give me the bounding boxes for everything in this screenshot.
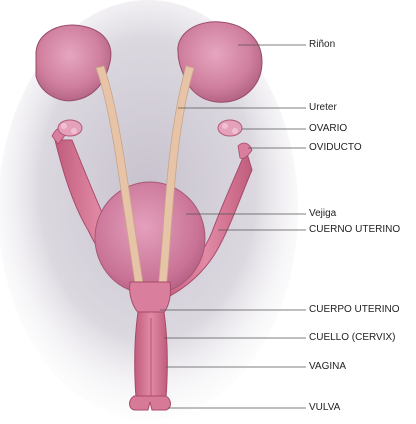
label-bladder: Vejiga <box>309 208 336 220</box>
bladder <box>95 182 205 294</box>
left-ovary <box>58 120 82 136</box>
label-cervix: CUELLO (CERVIX) <box>309 332 396 344</box>
label-oviduct: OVIDUCTO <box>309 142 362 154</box>
label-uterine-body: CUERPO UTERINO <box>309 304 400 316</box>
label-uterine-horn: CUERNO UTERINO <box>309 224 400 236</box>
label-vulva: VULVA <box>309 402 340 414</box>
label-ureter: Ureter <box>309 102 337 114</box>
label-kidney: Riñon <box>309 39 335 51</box>
label-ovary: OVARIO <box>309 123 347 135</box>
uterine-body <box>130 282 171 314</box>
label-vagina: VAGINA <box>309 361 346 373</box>
right-ovary <box>218 120 242 136</box>
